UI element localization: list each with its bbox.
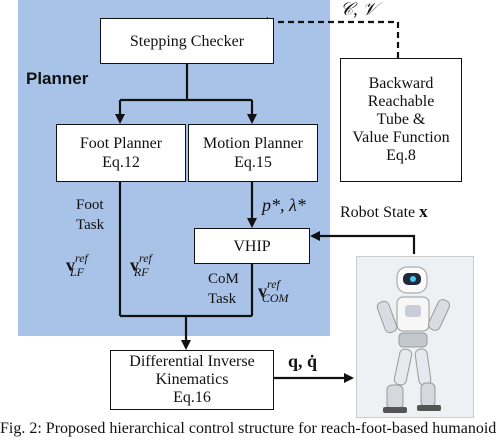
motion-planner-line2: Eq.15 <box>234 154 272 171</box>
planner-title: Planner <box>26 69 89 88</box>
diff-ik-line1: Differential Inverse <box>129 353 255 370</box>
foot-task-line2: Task <box>76 217 105 233</box>
robot-image <box>356 256 474 418</box>
backward-line4: Value Function <box>352 129 450 146</box>
arrow-robot-state <box>310 231 416 254</box>
vhip-label: VHIP <box>233 237 271 255</box>
backward-line5: Eq.8 <box>386 147 416 164</box>
diff-ik-line3: Eq.16 <box>173 389 211 406</box>
com-task-line2: Task <box>208 291 237 307</box>
stepping-checker-box: Stepping Checker <box>100 18 274 64</box>
humanoid-robot-illustration <box>357 257 473 417</box>
vhip-box: VHIP <box>194 228 310 264</box>
sets-label: 𝒞, 𝒱 <box>340 0 378 19</box>
foot-planner-line1: Foot Planner <box>79 135 163 152</box>
foot-planner-box: Foot Planner Eq.12 <box>56 124 186 182</box>
p-lambda-label: p*, λ* <box>262 195 306 215</box>
backward-reachable-box: Backward Reachable Tube & Value Function… <box>340 58 462 182</box>
v-com-ref-label: vrefCOM <box>258 277 289 305</box>
stepping-checker-label: Stepping Checker <box>129 32 245 50</box>
diagram-connectors <box>115 17 416 383</box>
diff-ik-box: Differential Inverse Kinematics Eq.16 <box>110 350 274 410</box>
motion-planner-box: Motion Planner Eq.15 <box>188 124 318 182</box>
figure-caption: Fig. 2: Proposed hierarchical control st… <box>0 420 496 437</box>
diff-ik-line2: Kinematics <box>155 371 229 388</box>
com-task-line1: CoM <box>208 271 239 287</box>
arrow-dashed-sets <box>258 17 400 58</box>
q-qdot-label: q, q̇ <box>288 351 318 371</box>
backward-line2: Reachable <box>367 93 435 110</box>
v-lf-ref-label: vrefLF <box>66 251 88 279</box>
v-rf-ref-label: vrefRF <box>130 251 152 279</box>
robot-state-label: Robot State x <box>340 202 428 222</box>
backward-line3: Tube & <box>376 111 426 128</box>
foot-planner-line2: Eq.12 <box>102 154 140 171</box>
motion-planner-line1: Motion Planner <box>203 135 303 152</box>
foot-task-line1: Foot <box>76 197 104 213</box>
backward-line1: Backward <box>368 75 434 92</box>
